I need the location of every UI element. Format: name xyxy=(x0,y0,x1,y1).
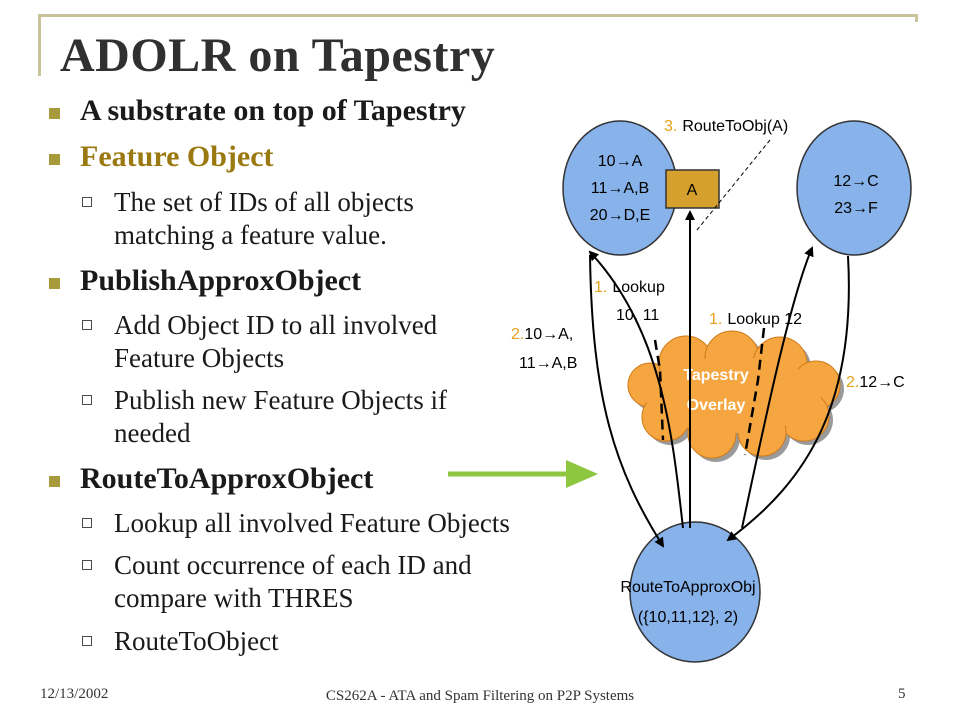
sub-bullet-text: RouteToObject xyxy=(114,626,279,656)
node-left-line2: 11→A,B xyxy=(591,180,649,197)
step2-right-text: 12→C xyxy=(859,374,904,391)
green-arrow-icon xyxy=(448,460,598,488)
cloud-label-line1: Tapestry xyxy=(683,367,749,384)
bullet-square-icon xyxy=(49,476,60,487)
step3-label: 3. RouteToObj(A) xyxy=(664,118,788,135)
arrow-lookup-left xyxy=(588,250,684,529)
slide-title: ADOLR on Tapestry xyxy=(60,29,496,82)
page-number: 5 xyxy=(898,686,906,702)
bullet-text: PublishApproxObject xyxy=(80,264,362,297)
arrow-lookup-right xyxy=(741,246,814,529)
object-box-label: A xyxy=(687,182,698,199)
sub-bullet-text: Add Object ID to all involved Feature Ob… xyxy=(114,310,438,373)
node-right-line1: 12→C xyxy=(833,173,878,190)
step2-right-number: 2. xyxy=(846,374,859,391)
sub-bullet-text: Publish new Feature Objects if needed xyxy=(114,385,447,448)
sub-bullet-route-to-object: RouteToObject xyxy=(82,625,414,658)
node-right-line2: 23→F xyxy=(834,200,878,217)
step1-left-line1: Lookup xyxy=(612,279,665,296)
bullet-square-icon xyxy=(49,278,60,289)
step2-right-label: 2.12→C xyxy=(846,374,905,391)
step1-right-number: 1. xyxy=(709,311,722,328)
hollow-square-icon xyxy=(82,197,92,207)
step1-left-label: 1. Lookup xyxy=(594,279,665,296)
sub-bullet-feature-object-def: The set of IDs of all objects matching a… xyxy=(82,186,494,252)
node-bottom: RouteToApproxObj ({10,11,12}, 2) xyxy=(620,521,761,663)
dashed-overlay-paths xyxy=(653,327,766,456)
step3-text: RouteToObj(A) xyxy=(682,118,788,135)
sub-bullet-count-occurrence: Count occurrence of each ID and compare … xyxy=(82,549,534,615)
step1-left-number: 1. xyxy=(594,279,607,296)
sub-bullet-add-object-id: Add Object ID to all involved Feature Ob… xyxy=(82,309,504,375)
sub-bullet-text: Count occurrence of each ID and compare … xyxy=(114,550,472,613)
step2-left-line2: 11→A,B xyxy=(519,355,577,372)
arrow-reply-left xyxy=(589,254,665,548)
node-bottom-line2: ({10,11,12}, 2) xyxy=(638,609,738,626)
step2-left-label: 2.10→A, xyxy=(511,326,573,343)
hollow-square-icon xyxy=(82,320,92,330)
dashed-path-right xyxy=(743,327,766,456)
hollow-square-icon xyxy=(82,636,92,646)
footer-course: CS262A - ATA and Spam Filtering on P2P S… xyxy=(325,688,635,704)
hollow-square-icon xyxy=(82,518,92,528)
step1-right-label: 1. Lookup 12 xyxy=(709,311,802,328)
bullet-text: Feature Object xyxy=(80,140,274,173)
bullet-square-icon xyxy=(49,154,60,165)
step2-left-number: 2. xyxy=(511,326,524,343)
arrow-reply-right xyxy=(726,255,850,542)
frame-accent-vertical xyxy=(38,14,41,76)
hollow-square-icon xyxy=(82,560,92,570)
bullet-text: RouteToApproxObject xyxy=(80,462,374,495)
frame-accent-right xyxy=(915,14,918,22)
step3-number: 3. xyxy=(664,118,677,135)
object-box-a: A xyxy=(665,169,720,209)
node-left-line1: 10→A xyxy=(598,153,643,170)
node-left-line3: 20→D,E xyxy=(590,207,650,224)
frame-accent-horizontal xyxy=(38,14,918,17)
sub-bullet-text: The set of IDs of all objects matching a… xyxy=(114,187,414,250)
bullet-substrate: A substrate on top of Tapestry xyxy=(49,94,466,128)
step2-left-line1: 10→A, xyxy=(524,326,573,343)
step1-right-text: Lookup 12 xyxy=(727,311,802,328)
step1-left-line2: 10, 11 xyxy=(616,307,659,324)
node-left: 10→A 11→A,B 20→D,E xyxy=(562,120,678,256)
sub-bullet-lookup-all: Lookup all involved Feature Objects xyxy=(82,507,574,540)
bullet-text: A substrate on top of Tapestry xyxy=(80,94,466,127)
diagram-arrows xyxy=(588,210,850,548)
bullet-route-to-approx-object: RouteToApproxObject xyxy=(49,462,374,496)
callout-line xyxy=(696,139,771,231)
bullet-square-icon xyxy=(49,108,60,119)
cloud-label-line2: Overlay xyxy=(687,397,746,414)
sub-bullet-text: Lookup all involved Feature Objects xyxy=(114,508,510,538)
hollow-square-icon xyxy=(82,395,92,405)
footer-date: 12/13/2002 xyxy=(40,686,109,702)
node-bottom-line1: RouteToApproxObj xyxy=(620,579,755,596)
bullet-publish-approx-object: PublishApproxObject xyxy=(49,264,362,298)
node-right: 12→C 23→F xyxy=(796,120,912,256)
sub-bullet-publish-new: Publish new Feature Objects if needed xyxy=(82,384,504,450)
bullet-feature-object: Feature Object xyxy=(49,140,274,174)
